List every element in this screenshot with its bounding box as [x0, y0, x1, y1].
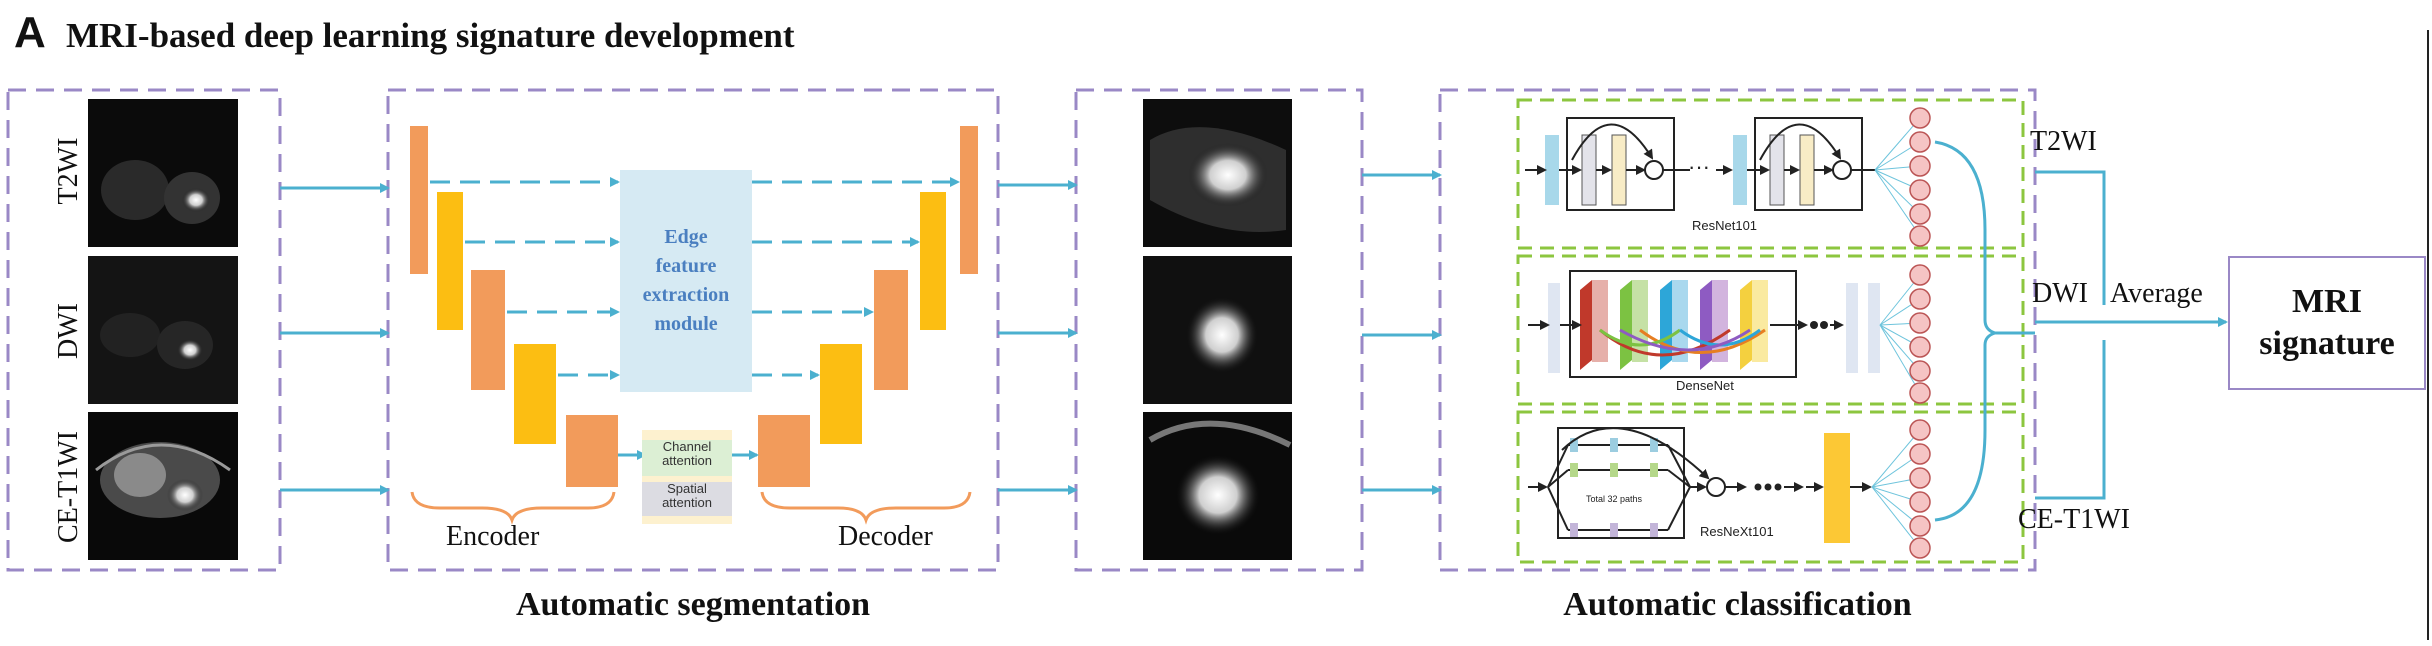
segmentation-section-label: Automatic segmentation	[388, 586, 998, 624]
encoder-block-1	[410, 126, 428, 274]
resnet-ellipsis: ···	[1688, 154, 1710, 180]
channel-attention-line-2: attention	[642, 454, 732, 468]
edge-feature-module: Edge feature extraction module	[620, 170, 752, 392]
encoder-block-5	[566, 415, 618, 487]
input-image-cet1wi	[88, 412, 238, 560]
segmented-image-t2wi	[1143, 99, 1292, 247]
channel-attention: Channel attention	[642, 440, 732, 476]
merge-curves	[1935, 142, 1995, 520]
spatial-attention-line-2: attention	[642, 496, 732, 510]
resnext101-label: ResNeXt101	[1700, 524, 1774, 539]
edge-module-line-1: Edge	[643, 223, 730, 252]
fc-nodes-densenet	[1880, 265, 1930, 403]
edge-module-line-4: module	[643, 310, 730, 339]
average-label: Average	[2110, 278, 2203, 310]
decoder-block-4	[920, 192, 946, 330]
resnext-paths-label: Total 32 paths	[1586, 494, 1642, 504]
spatial-attention: Spatial attention	[642, 482, 732, 516]
encoder-block-2	[437, 192, 463, 330]
decoder-block-1	[758, 415, 810, 487]
decoder-label: Decoder	[838, 521, 933, 553]
segmented-image-dwi	[1143, 256, 1292, 404]
decoder-block-2	[820, 344, 862, 444]
fusion-label-dwi: DWI	[2032, 278, 2088, 310]
decoder-block-5	[960, 126, 978, 274]
input-image-t2wi	[88, 99, 238, 247]
scan-label-cet1wi: CE-T1WI	[53, 417, 87, 557]
decoder-brace	[762, 492, 970, 520]
signature-line-1: MRI	[2259, 281, 2394, 324]
spatial-attention-line-1: Spatial	[642, 482, 732, 496]
densenet-diagram	[1528, 271, 1880, 377]
encoder-block-4	[514, 344, 556, 444]
resnet101-label: ResNet101	[1692, 218, 1757, 233]
attention-block: Channel attention Spatial attention	[642, 430, 732, 524]
fusion-label-cet1wi: CE-T1WI	[2018, 504, 2130, 536]
decoder-block-3	[874, 270, 908, 390]
fusion-label-t2wi: T2WI	[2030, 126, 2097, 158]
channel-attention-line-1: Channel	[642, 440, 732, 454]
encoder-brace	[412, 492, 614, 520]
input-image-dwi	[88, 256, 238, 404]
resnext101-diagram	[1528, 428, 1870, 543]
fc-nodes-resnext	[1872, 420, 1930, 558]
scan-label-t2wi: T2WI	[53, 121, 87, 221]
encoder-label: Encoder	[446, 521, 539, 553]
encoder-block-3	[471, 270, 505, 390]
segmented-image-cet1wi	[1143, 412, 1292, 560]
fusion-cet1wi-line	[2035, 340, 2104, 498]
fc-nodes-resnet	[1875, 108, 1930, 246]
densenet-label: DenseNet	[1676, 378, 1734, 393]
edge-module-line-2: feature	[643, 252, 730, 281]
edge-module-line-3: extraction	[643, 281, 730, 310]
classification-section-label: Automatic classification	[1440, 586, 2035, 624]
signature-line-2: signature	[2259, 323, 2394, 366]
scan-label-dwi: DWI	[53, 281, 87, 381]
mri-signature-box: MRI signature	[2228, 256, 2426, 390]
